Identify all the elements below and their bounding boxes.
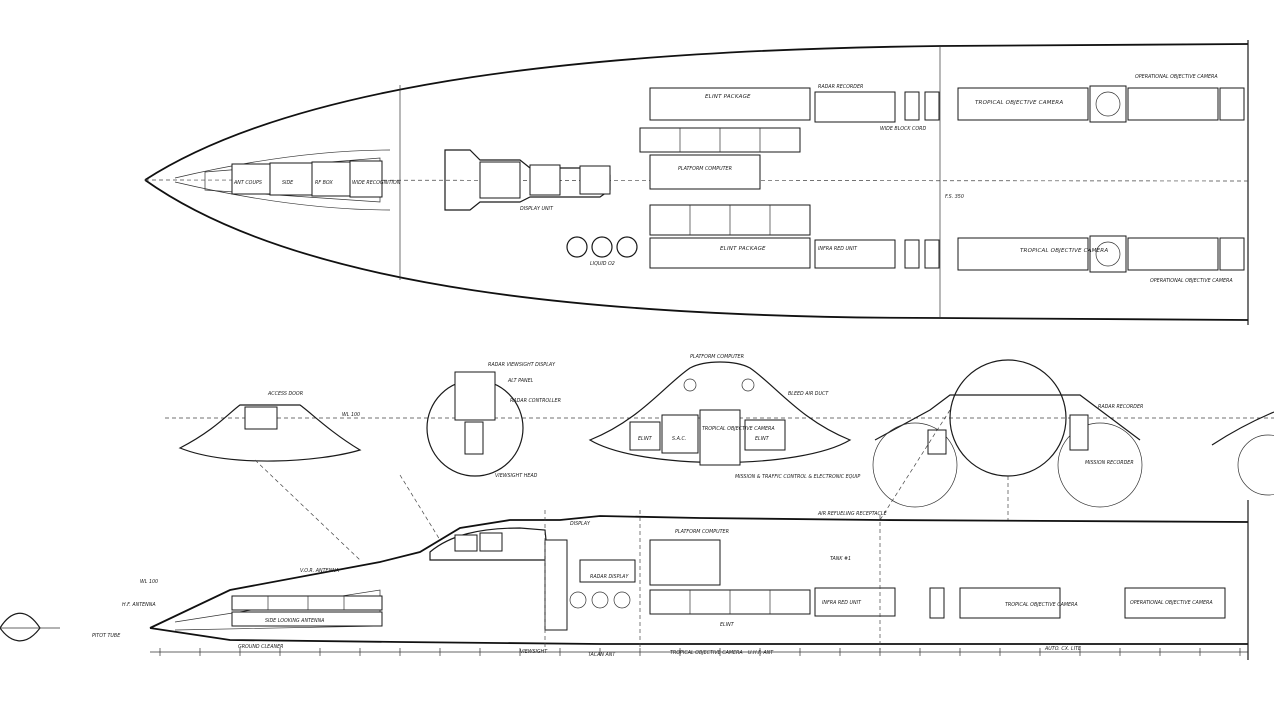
nose-bay-label: SIDE — [282, 180, 294, 186]
alt-panel-label: ALT PANEL — [507, 378, 534, 384]
wide-block-cord-label: WIDE BLOCK CORD — [880, 126, 926, 132]
viewsight-head-label: VIEWSIGHT HEAD — [495, 473, 538, 479]
cross-sections: ACCESS DOOR WL 100 RADAR VIEWSIGHT DISPL… — [165, 354, 1274, 561]
radar-recorder-label: RADAR RECORDER — [818, 84, 863, 90]
radar-controller-label: RADAR CONTROLLER — [510, 398, 561, 404]
operational-camera-side-label: OPERATIONAL OBJECTIVE CAMERA — [1130, 600, 1213, 606]
elint-side-label: ELINT — [720, 622, 735, 628]
nose-bay-label: WIDE RECOGNITION — [352, 180, 401, 186]
side-looking-antenna-label: SIDE LOOKING ANTENNA — [265, 618, 324, 624]
station-ticks — [159, 648, 1241, 656]
display-unit-label: DISPLAY UNIT — [520, 206, 554, 212]
ground-cleaner-label: GROUND CLEANER — [238, 644, 283, 650]
tropical-objective-camera-side-label: TROPICAL OBJECTIVE CAMERA — [670, 650, 743, 656]
tacan-ant-label: TACAN ANT — [588, 652, 616, 658]
tank-label: TANK #1 — [830, 556, 851, 562]
elint-left-label: ELINT — [638, 436, 653, 442]
platform-computer-label: PLATFORM COMPUTER — [678, 166, 732, 172]
platform-computer-section-label: PLATFORM COMPUTER — [690, 354, 744, 360]
side-fuselage-outline — [149, 515, 1249, 645]
uhf-ant-label: U.H.F. ANT — [748, 650, 774, 656]
auto-cx-label: AUTO. CX. LITE — [1044, 646, 1082, 652]
infra-red-unit-label: INFRA RED UNIT — [818, 246, 858, 252]
tropical-camera-bottom-label: TROPICAL OBJECTIVE CAMERA — [1020, 248, 1108, 254]
side-view: WL 100 H.F. ANTENNA PITOT TUBE V.O.R. AN… — [0, 500, 1249, 660]
infra-red-unit-side-label: INFRA RED UNIT — [822, 600, 862, 606]
liquid-o2-label: LIQUID O2 — [590, 261, 615, 267]
access-door-label: ACCESS DOOR — [267, 391, 303, 397]
mission-traffic-control-label: MISSION & TRAFFIC CONTROL & ELECTRONIC E… — [735, 474, 860, 480]
nose-bay-label: RF BOX — [315, 180, 334, 186]
tropical-camera-side-label: TROPICAL OBJECTIVE CAMERA — [1005, 602, 1078, 608]
bleed-air-duct-label: BLEED AIR DUCT — [788, 391, 829, 397]
elint-package-bottom — [649, 237, 811, 269]
elint-right-label: ELINT — [755, 436, 770, 442]
sac-label: S.A.C. — [672, 436, 686, 442]
air-refueling-label: AIR REFUELING RECEPTACLE — [817, 511, 888, 517]
operational-camera-bottom-label: OPERATIONAL OBJECTIVE CAMERA — [1150, 278, 1233, 284]
elint-package-top — [649, 87, 811, 121]
elint-package-top-label: ELINT PACKAGE — [705, 94, 751, 100]
nose-bay-label: ANT COUPS — [233, 180, 262, 186]
radar-display-label: RADAR DISPLAY — [590, 574, 629, 580]
station-mark-label: F.S. 350 — [945, 194, 964, 200]
tropical-objective-camera-section-label: TROPICAL OBJECTIVE CAMERA — [702, 426, 775, 432]
wl-100-side-label: WL 100 — [140, 579, 158, 585]
plan-fuselage-outline — [144, 43, 1249, 321]
wl-100-label: WL 100 — [342, 412, 360, 418]
radar-viewsight-label: RADAR VIEWSIGHT DISPLAY — [488, 362, 556, 368]
mission-recorder-label: MISSION RECORDER — [1085, 460, 1134, 466]
elint-package-bottom-label: ELINT PACKAGE — [720, 246, 766, 252]
display-label: DISPLAY — [570, 521, 591, 527]
radar-recorder-section-label: RADAR RECORDER — [1098, 404, 1143, 410]
vor-antenna-label: V.O.R. ANTENNA — [300, 568, 339, 574]
hf-antenna-label: H.F. ANTENNA — [122, 602, 156, 608]
platform-computer-side-label: PLATFORM COMPUTER — [675, 529, 729, 535]
tropical-camera-top-label: TROPICAL OBJECTIVE CAMERA — [975, 100, 1063, 106]
operational-camera-top-label: OPERATIONAL OBJECTIVE CAMERA — [1135, 74, 1218, 80]
pitot-tube-label: PITOT TUBE — [92, 633, 121, 639]
plan-view: ANT COUPS SIDE RF BOX WIDE RECOGNITION D… — [144, 40, 1251, 325]
